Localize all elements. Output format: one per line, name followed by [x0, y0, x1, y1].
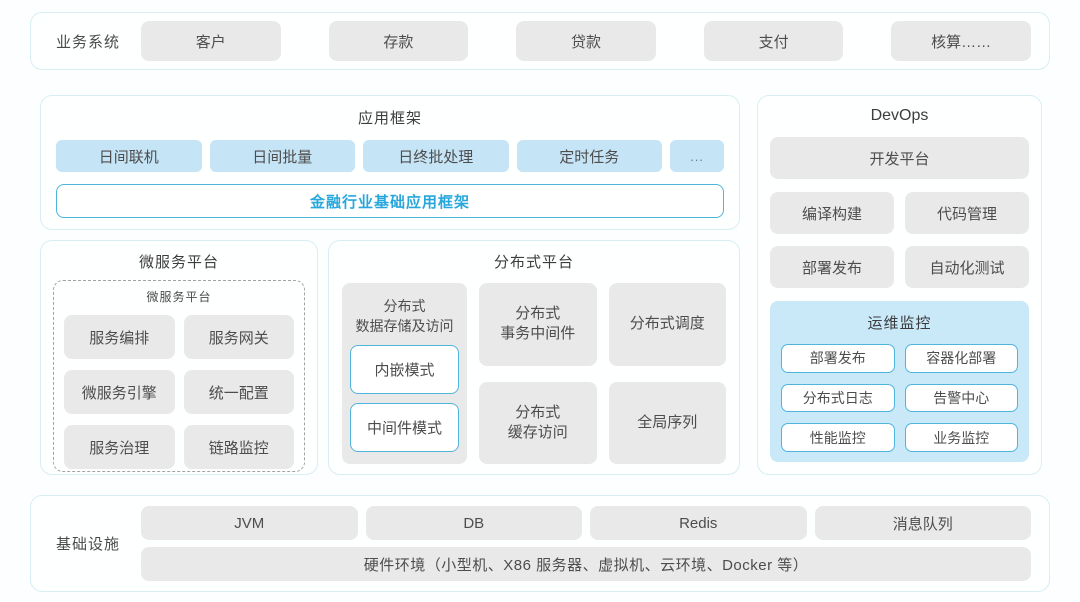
af-item-daytime-batch: 日间批量 [209, 140, 355, 172]
ms-item-gateway: 服务网关 [183, 315, 294, 359]
devops-item-build: 编译构建 [770, 192, 894, 234]
microservice-panel: 微服务平台 微服务平台 服务编排 服务网关 微服务引擎 统一配置 服务治理 链路… [40, 240, 318, 475]
distributed-cache-cell: 分布式 缓存访问 [479, 381, 597, 464]
infrastructure-row: JVM DB Redis 消息队列 [141, 506, 1031, 540]
storage-mode-middleware: 中间件模式 [350, 403, 459, 453]
microservice-title: 微服务平台 [138, 254, 219, 271]
business-system-items: 客户 存款 贷款 支付 核算…… [141, 21, 1031, 61]
transaction-line2: 事务中间件 [500, 325, 576, 343]
distributed-right-column: 分布式调度 全局序列 [608, 283, 726, 464]
infra-item-db: DB [365, 506, 582, 540]
ms-item-tracing: 链路监控 [183, 425, 294, 469]
af-item-daytime-online: 日间联机 [56, 140, 202, 172]
infrastructure-items: JVM DB Redis 消息队列 硬件环境（小型机、X86 服务器、虚拟机、云… [141, 506, 1031, 581]
infra-item-mq: 消息队列 [814, 506, 1031, 540]
infra-item-redis: Redis [590, 506, 807, 540]
business-item-customer: 客户 [141, 21, 281, 61]
distributed-grid: 分布式 数据存储及访问 内嵌模式 中间件模式 分布式 事务中间件 分布式 缓存访… [342, 283, 726, 464]
infrastructure-label: 基础设施 [55, 536, 120, 553]
af-item-scheduled-task: 定时任务 [516, 140, 662, 172]
storage-mode-embedded: 内嵌模式 [350, 345, 459, 395]
devops-items: 编译构建 代码管理 部署发布 自动化测试 [770, 192, 1029, 288]
ms-item-governance: 服务治理 [64, 425, 175, 469]
devops-dev-platform: 开发平台 [770, 137, 1029, 179]
monitor-item-container: 容器化部署 [904, 344, 1018, 373]
business-item-deposit: 存款 [328, 21, 469, 61]
business-item-accounting: 核算…… [891, 21, 1031, 61]
distributed-title: 分布式平台 [493, 254, 574, 271]
microservice-inner-group: 微服务平台 服务编排 服务网关 微服务引擎 统一配置 服务治理 链路监控 [53, 280, 305, 472]
business-item-loan: 贷款 [516, 21, 656, 61]
distributed-storage-cell: 分布式 数据存储及访问 内嵌模式 中间件模式 [342, 283, 467, 464]
ops-monitoring-group: 运维监控 部署发布 容器化部署 分布式日志 告警中心 性能监控 业务监控 [770, 301, 1029, 462]
devops-item-deploy: 部署发布 [770, 246, 894, 288]
distributed-sequence-cell: 全局序列 [608, 381, 726, 464]
transaction-line1: 分布式 [515, 305, 561, 322]
monitor-item-business: 业务监控 [904, 423, 1018, 452]
ms-item-engine: 微服务引擎 [64, 370, 175, 414]
hardware-environment: 硬件环境（小型机、X86 服务器、虚拟机、云环境、Docker 等） [141, 547, 1031, 581]
cache-line2: 缓存访问 [507, 423, 568, 441]
cache-line1: 分布式 [515, 403, 561, 421]
infrastructure-panel: 基础设施 JVM DB Redis 消息队列 硬件环境（小型机、X86 服务器、… [30, 495, 1050, 592]
microservice-items: 服务编排 服务网关 微服务引擎 统一配置 服务治理 链路监控 [64, 315, 294, 469]
devops-panel: DevOps 开发平台 编译构建 代码管理 部署发布 自动化测试 运维监控 部署… [757, 95, 1042, 475]
distributed-panel: 分布式平台 分布式 数据存储及访问 内嵌模式 中间件模式 分布式 事务中间件 分… [328, 240, 740, 475]
distributed-storage-title: 分布式 数据存储及访问 [350, 297, 459, 336]
storage-title-line2: 数据存储及访问 [355, 317, 454, 334]
infra-item-jvm: JVM [141, 506, 358, 540]
monitor-item-alert-center: 告警中心 [904, 383, 1018, 413]
ms-item-config: 统一配置 [183, 370, 294, 414]
ms-item-orchestration: 服务编排 [64, 315, 175, 359]
business-system-panel: 业务系统 客户 存款 贷款 支付 核算…… [30, 12, 1050, 70]
microservice-inner-title: 微服务平台 [146, 290, 212, 304]
af-item-eod-batch: 日终批处理 [363, 140, 509, 172]
monitor-item-deploy: 部署发布 [781, 344, 895, 373]
devops-title: DevOps [870, 107, 929, 124]
devops-item-code-mgmt: 代码管理 [905, 192, 1029, 234]
business-system-label: 业务系统 [55, 33, 120, 51]
distributed-scheduling-cell: 分布式调度 [608, 283, 726, 366]
business-item-payment: 支付 [703, 21, 844, 61]
distributed-transaction-cell: 分布式 事务中间件 [479, 283, 597, 366]
af-item-more: ... [670, 140, 724, 172]
monitor-item-dist-log: 分布式日志 [781, 383, 895, 413]
storage-title-line1: 分布式 [383, 298, 426, 314]
app-framework-panel: 应用框架 日间联机 日间批量 日终批处理 定时任务 ... 金融行业基础应用框架 [40, 95, 740, 230]
distributed-middle-column: 分布式 事务中间件 分布式 缓存访问 [479, 283, 597, 464]
financial-base-framework: 金融行业基础应用框架 [56, 184, 724, 218]
ops-monitoring-title: 运维监控 [867, 315, 932, 332]
ops-monitoring-items: 部署发布 容器化部署 分布式日志 告警中心 性能监控 业务监控 [781, 344, 1018, 452]
monitor-item-performance: 性能监控 [781, 423, 895, 452]
devops-item-auto-test: 自动化测试 [905, 246, 1029, 288]
app-framework-title: 应用框架 [357, 110, 422, 127]
app-framework-items: 日间联机 日间批量 日终批处理 定时任务 ... [56, 140, 724, 172]
